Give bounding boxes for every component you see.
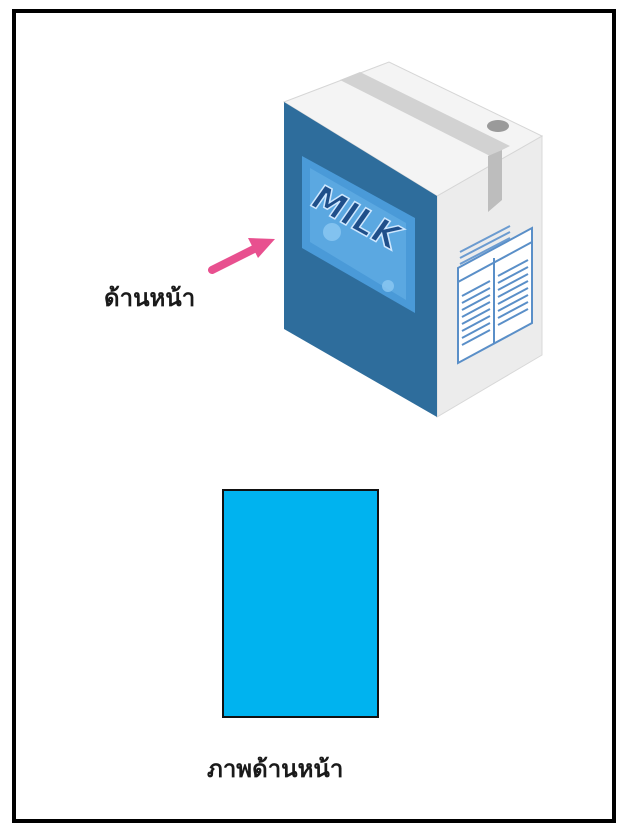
front-view-caption: ภาพด้านหน้า [207, 755, 344, 783]
carton-cap [487, 120, 509, 132]
nutrition-table [457, 226, 533, 365]
carton-ridge [340, 72, 510, 156]
front-view-rectangle [222, 489, 379, 718]
side-text-stripes [459, 225, 511, 265]
pointer-arrow [208, 238, 275, 274]
carton-fold [488, 150, 502, 212]
front-side-label: ด้านหน้า [104, 284, 196, 312]
